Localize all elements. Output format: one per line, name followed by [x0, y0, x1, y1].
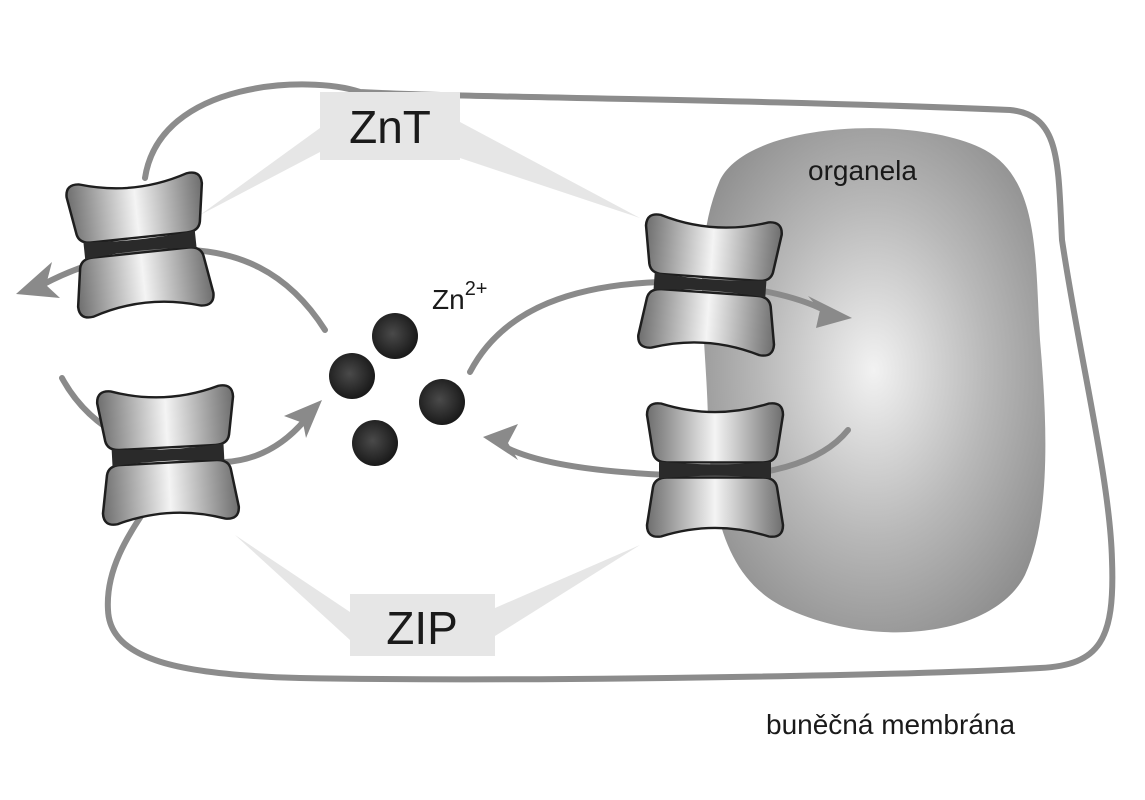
znt-callout-box	[320, 92, 460, 160]
zinc-ion-icon	[419, 379, 465, 425]
flow-arc-znt-organelle	[467, 278, 823, 375]
znt-label: ZnT	[349, 101, 431, 153]
znt-callout-wedge-left	[200, 128, 320, 215]
transporter-protein-icon	[645, 402, 785, 538]
transporter-protein-icon	[95, 383, 241, 527]
arrowhead-icon	[808, 296, 852, 328]
arrowhead-icon	[284, 400, 322, 438]
flow-arc-zip-organelle	[502, 427, 851, 480]
zip-label: ZIP	[386, 602, 458, 654]
zinc-ion-icon	[329, 353, 375, 399]
znt-callout-wedge-right	[460, 122, 640, 218]
membrane-label: buněčná membrána	[766, 709, 1015, 740]
zip-callout-box	[350, 594, 495, 656]
transporter-protein-icon	[64, 170, 216, 320]
zinc-ion-label-charge: 2+	[465, 278, 488, 300]
zinc-ion-label-base: Zn	[432, 284, 465, 315]
organelle	[701, 128, 1046, 633]
zip-callout-wedge-left	[235, 535, 350, 640]
cell-membrane	[104, 81, 1116, 683]
zip-callout-wedge-right	[495, 545, 640, 636]
arrowhead-icon	[16, 262, 60, 298]
zinc-ion-icon	[372, 313, 418, 359]
transporter-protein-icon	[636, 212, 784, 358]
zinc-ion-icon	[352, 420, 398, 466]
organelle-label: organela	[808, 155, 917, 186]
zinc-ion-label: Zn2+	[432, 278, 488, 315]
arrowhead-icon	[483, 424, 518, 460]
